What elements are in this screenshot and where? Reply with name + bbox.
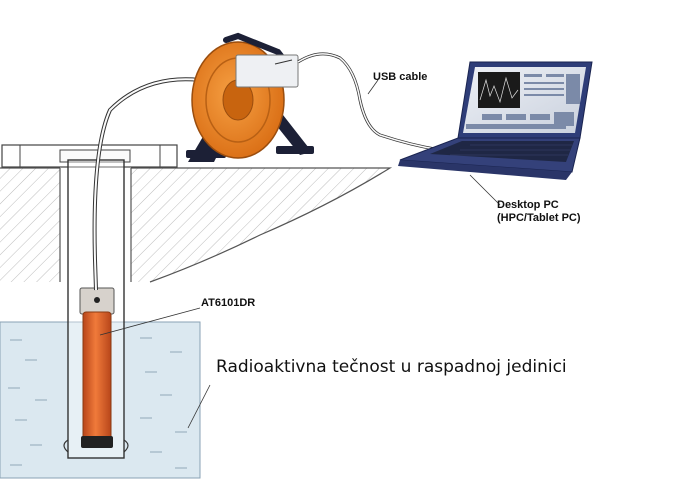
- probe-pointer: [99, 307, 201, 336]
- pc-pointer: [469, 174, 501, 206]
- liquid-pointer: [187, 384, 211, 429]
- desktop-pc-sublabel: (HPC/Tablet PC): [497, 212, 581, 224]
- usb-cable-label: USB cable: [373, 71, 427, 83]
- usb-cable-pointer: [367, 79, 379, 95]
- ground-section: [0, 167, 393, 283]
- probe-label: AT6101DR: [201, 297, 255, 309]
- desktop-pc-label: Desktop PC: [497, 199, 559, 211]
- cable-reel: [186, 32, 314, 162]
- laptop: [398, 61, 593, 180]
- well-lid: [1, 144, 178, 168]
- usb-cable: [297, 52, 441, 152]
- probe-at6101dr: [79, 287, 115, 448]
- liquid-label: Radioaktivna tečnost u raspadnoj jedinic…: [216, 357, 567, 377]
